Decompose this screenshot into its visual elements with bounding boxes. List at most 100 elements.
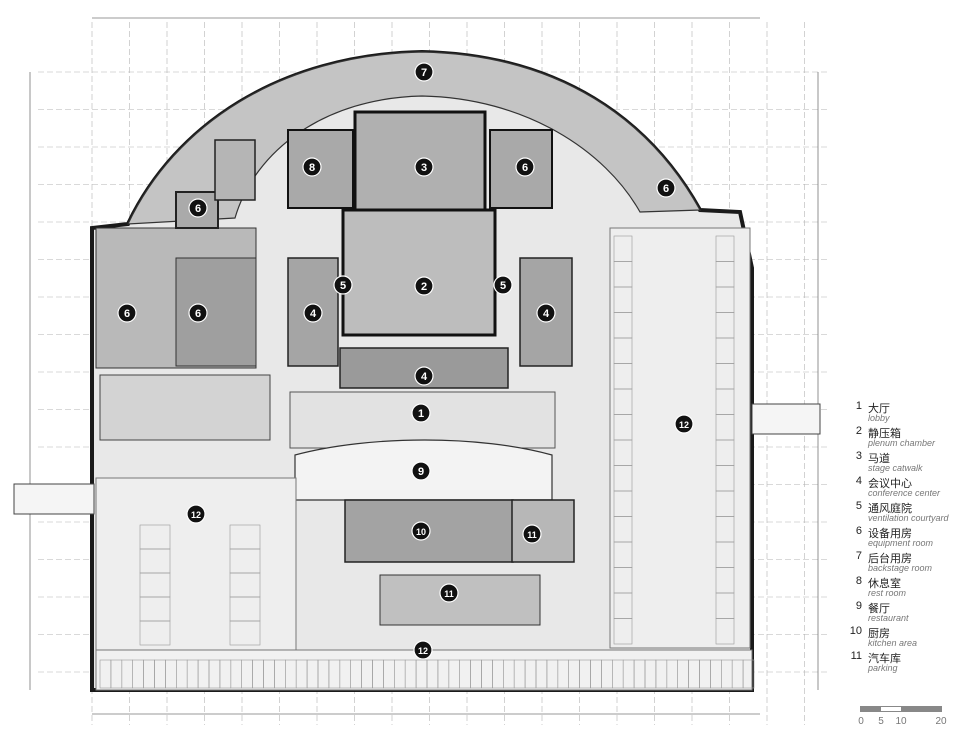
legend-label-en: ventilation courtyard xyxy=(868,513,949,523)
legend-number: 10 xyxy=(849,625,862,637)
marker-label: 2 xyxy=(421,281,427,293)
marker-circle xyxy=(117,303,137,323)
marker-label: 3 xyxy=(421,162,427,174)
legend-number: 6 xyxy=(855,525,862,537)
room-marker: 11 xyxy=(439,583,459,603)
scale-tick: 5 xyxy=(878,716,884,727)
legend-label-zh: 静压箱 xyxy=(868,428,901,440)
auditorium-hall xyxy=(341,208,497,337)
parking-west xyxy=(95,477,297,651)
marker-label: 6 xyxy=(663,183,669,195)
legend-label-en: restaurant xyxy=(868,613,909,623)
scale-tick: 10 xyxy=(895,716,907,727)
marker-label: 7 xyxy=(421,67,427,79)
legend-label-zh: 厨房 xyxy=(868,628,890,640)
marker-label: 12 xyxy=(679,420,689,430)
legend-label-zh: 会议中心 xyxy=(868,478,912,490)
scale-tick: 0 xyxy=(858,716,864,727)
marker-label: 6 xyxy=(195,203,201,215)
marker-circle xyxy=(188,303,208,323)
legend-label-en: plenum chamber xyxy=(868,438,936,448)
legend-label-zh: 通风庭院 xyxy=(868,503,912,515)
parking-stall xyxy=(613,618,633,645)
legend-label-en: lobby xyxy=(868,413,890,423)
room-marker: 11 xyxy=(522,524,542,544)
parking-stalls xyxy=(99,235,755,689)
room-marker: 1 xyxy=(411,403,431,423)
legend-label-zh: 马道 xyxy=(868,453,890,465)
room-marker: 6 xyxy=(656,178,676,198)
marker-label: 8 xyxy=(309,162,315,174)
marker-circle xyxy=(522,524,542,544)
legend-label-en: parking xyxy=(868,663,898,673)
legend-number: 3 xyxy=(855,450,862,462)
marker-circle xyxy=(414,276,434,296)
room-marker: 12 xyxy=(674,414,694,434)
west-ramp xyxy=(13,483,95,515)
marker-circle xyxy=(186,504,206,524)
left-mid-block xyxy=(99,374,271,441)
marker-label: 4 xyxy=(543,308,550,320)
scale-bar: 0 5 10 20 xyxy=(856,704,951,734)
room-marker: 6 xyxy=(188,198,208,218)
marker-label: 5 xyxy=(500,280,506,292)
legend-label-en: equipment room xyxy=(868,538,934,548)
marker-label: 1 xyxy=(418,408,424,420)
marker-label: 12 xyxy=(191,510,201,520)
marker-label: 4 xyxy=(421,371,428,383)
legend-label-zh: 设备用房 xyxy=(868,528,912,540)
legend-label-zh: 休息室 xyxy=(868,578,901,590)
legend-number: 1 xyxy=(855,400,862,412)
marker-circle xyxy=(414,366,434,386)
scale-bar-graphic xyxy=(860,706,942,712)
marker-circle xyxy=(439,583,459,603)
parking-stall xyxy=(715,618,735,645)
marker-label: 4 xyxy=(310,308,317,320)
room-marker: 10 xyxy=(411,521,431,541)
marker-circle xyxy=(411,403,431,423)
room-marker: 4 xyxy=(303,303,323,323)
marker-label: 9 xyxy=(418,466,424,478)
room-marker: 7 xyxy=(414,62,434,82)
legend-number: 9 xyxy=(855,600,862,612)
marker-label: 10 xyxy=(416,527,426,537)
parking-stall xyxy=(229,620,261,646)
legend-label-en: kitchen area xyxy=(868,638,918,648)
room-marker: 12 xyxy=(413,640,433,660)
marker-label: 11 xyxy=(444,589,454,599)
room-marker: 6 xyxy=(188,303,208,323)
marker-circle xyxy=(414,62,434,82)
marker-circle xyxy=(515,157,535,177)
legend-number: 4 xyxy=(855,475,862,487)
marker-label: 6 xyxy=(124,308,130,320)
room-marker: 3 xyxy=(414,157,434,177)
parking-stall xyxy=(139,620,171,646)
marker-circle xyxy=(333,275,353,295)
legend-label-zh: 后台用房 xyxy=(868,553,912,565)
marker-circle xyxy=(493,275,513,295)
backstage-arc-band xyxy=(127,51,702,225)
legend-label-en: stage catwalk xyxy=(868,463,923,473)
left-equipment-inner xyxy=(175,257,257,367)
scale-tick: 20 xyxy=(935,716,947,727)
legend-label-en: conference center xyxy=(868,488,941,498)
room-marker: 6 xyxy=(117,303,137,323)
room-marker: 4 xyxy=(414,366,434,386)
parking-south xyxy=(95,649,753,691)
legend-label-en: rest room xyxy=(868,588,907,598)
marker-circle xyxy=(303,303,323,323)
south-service-block xyxy=(379,574,541,626)
room-marker: 5 xyxy=(333,275,353,295)
